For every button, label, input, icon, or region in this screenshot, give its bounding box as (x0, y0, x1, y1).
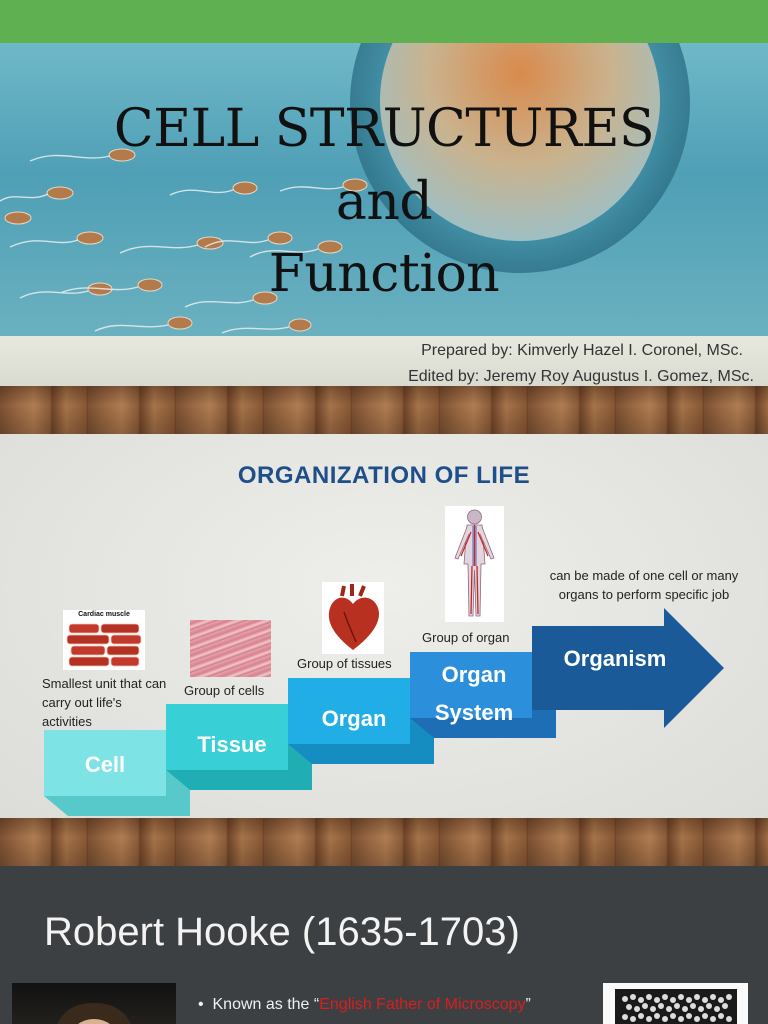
tissue-image (190, 620, 271, 677)
wood-divider (0, 818, 768, 866)
organism-arrow (532, 608, 724, 728)
title-line-3: Function (268, 244, 500, 304)
organism-label: Organism (563, 646, 667, 671)
organ-system-label-line1: Organ (441, 662, 507, 687)
title-slide-hero: CELL STRUCTURES and Function (0, 43, 768, 336)
tissue-label: Tissue (197, 732, 267, 757)
egg-and-sperm-illustration (0, 43, 690, 334)
cardiac-muscle-caption: Cardiac muscle (78, 611, 130, 618)
organization-of-life-slide: ORGANIZATION OF LIFE Cell Tissue Organ O… (0, 434, 768, 818)
edited-by-text: Edited by: Jeremy Roy Augustus I. Gomez,… (408, 368, 754, 385)
cell-label: Cell (84, 752, 126, 777)
organ-system-step-label-box: Organ System (410, 652, 538, 738)
robert-hooke-slide: Robert Hooke (1635-1703) • Known as the … (0, 866, 768, 1024)
organ-system-note: Group of organ (422, 630, 510, 645)
cell-note: Smallest unit that can carry out life's … (42, 676, 167, 729)
organism-note: can be made of one cell or many organs t… (549, 568, 739, 602)
title-line-2: and (335, 172, 433, 232)
robert-hooke-portrait (12, 983, 176, 1024)
prepared-by-text: Prepared by: Kimverly Hazel I. Coronel, … (421, 342, 743, 359)
credits-band: Prepared by: Kimverly Hazel I. Coronel, … (0, 336, 768, 386)
cell-step (44, 730, 166, 796)
organ-step-label-box: Organ (288, 678, 420, 744)
cell-step-label-box: Cell (44, 730, 166, 796)
tissue-step (166, 704, 288, 770)
organ-system-label-line2: System (434, 700, 514, 725)
hooke-bullet: • Known as the “English Father of Micros… (198, 996, 531, 1014)
organism-step-label-box: Organism (532, 626, 698, 710)
bullet-highlight: English Father of Microscopy (319, 996, 526, 1013)
organ-label: Organ (321, 706, 387, 731)
slide-title: Robert Hooke (1635-1703) (44, 910, 520, 954)
top-accent-strip (0, 0, 768, 43)
tissue-step-label-box: Tissue (166, 704, 298, 770)
wood-divider (0, 386, 768, 434)
human-body-image (445, 506, 504, 622)
organ-system-step (410, 652, 532, 718)
cardiac-muscle-image: Cardiac muscle (63, 610, 145, 670)
bullet-text-prefix: Known as the “ (212, 996, 320, 1013)
bullet-text-suffix: ” (525, 996, 531, 1013)
staircase-diagram (44, 608, 724, 816)
tissue-note: Group of cells (184, 683, 265, 698)
cork-cells-image (603, 983, 748, 1024)
organ-step (288, 678, 410, 744)
organ-note: Group of tissues (297, 656, 392, 671)
title-line-1: CELL STRUCTURES (113, 99, 655, 159)
heart-image (322, 582, 384, 654)
bullet-dot: • (198, 996, 213, 1013)
slide-title: ORGANIZATION OF LIFE (237, 462, 531, 489)
